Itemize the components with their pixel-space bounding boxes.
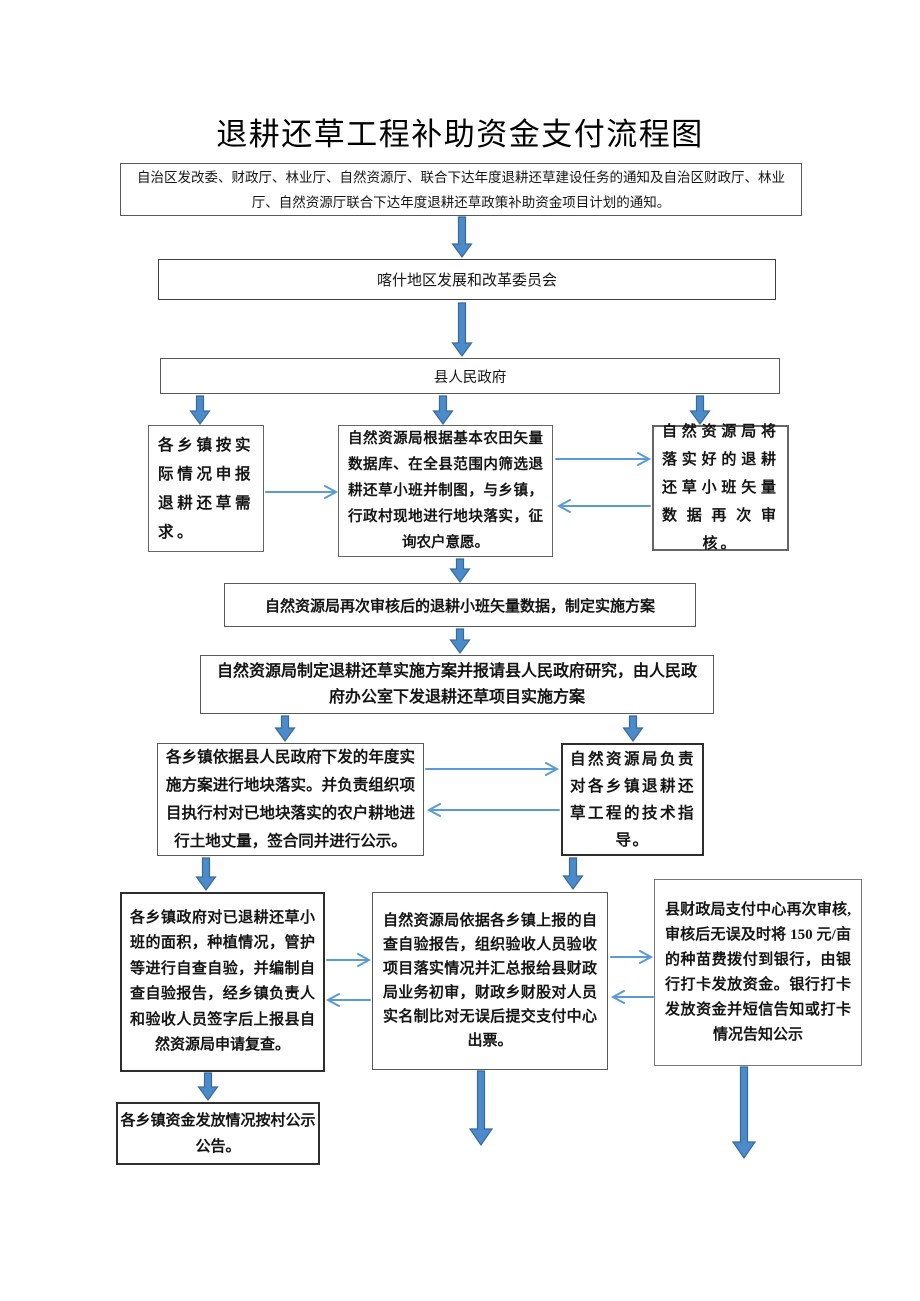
page-title: 退耕还草工程补助资金支付流程图: [216, 117, 704, 152]
flow-node-nrb-screening: 自然资源局根据基本农田矢量数据库、在全县范围内筛选退耕还草小班并制图，与乡镇，行…: [338, 425, 553, 557]
arrow-implement-to-selfcheck: [195, 857, 217, 892]
arrow-screening-to-recheck: [555, 452, 652, 466]
arrow-acceptance-to-payment: [610, 950, 654, 964]
flow-node-notice: 自治区发改委、财政厅、林业厅、自然资源厅、联合下达年度退耕还草建设任务的通知及自…: [120, 163, 802, 216]
flow-node-township-apply: 各乡镇按实际情况申报退耕还草需求。: [148, 425, 264, 552]
flow-node-nrb-guidance: 自然资源局负责对各乡镇退耕还草工程的技术指导。: [561, 743, 704, 856]
arrow-report-to-township-implement: [274, 715, 296, 743]
flow-node-township-implement: 各乡镇依据县人民政府下发的年度实施方案进行地块落实。并负责组织项目执行村对已地块…: [157, 743, 424, 856]
arrow-notice-to-drc: [451, 216, 473, 259]
arrow-selfcheck-to-announcement: [197, 1072, 219, 1102]
flow-node-nrb-recheck: 自然资源局将落实好的退耕还草小班矢量数据再次审核。: [652, 424, 789, 552]
arrow-recheck-to-screening: [556, 499, 651, 513]
arrow-county-to-nrb-screening: [432, 395, 454, 426]
flow-node-prefecture-drc: 喀什地区发展和改革委员会: [158, 259, 776, 300]
arrow-drc-to-county: [451, 302, 473, 358]
arrow-guidance-to-acceptance: [562, 857, 584, 891]
arrow-selfcheck-to-acceptance: [326, 953, 372, 967]
arrow-plan-to-report: [449, 628, 471, 655]
flow-node-finance-payment: 县财政局支付中心再次审核,审核后无误及时将 150 元/亩的种苗费拨付到银行，由…: [654, 879, 862, 1066]
arrow-acceptance-down: [468, 1070, 494, 1147]
flow-node-nrb-plan: 自然资源局再次审核后的退耕小班矢量数据，制定实施方案: [224, 583, 696, 627]
arrow-payment-down: [731, 1066, 757, 1160]
arrow-apply-to-screening: [265, 485, 339, 499]
flow-node-township-selfcheck: 各乡镇政府对已退耕还草小班的面积，种植情况，管护等进行自查自验，并编制自查自验报…: [120, 892, 325, 1072]
flow-node-county-government: 县人民政府: [160, 358, 780, 394]
arrow-county-to-township-apply: [189, 395, 211, 426]
arrow-report-to-nrb-guidance: [622, 715, 644, 743]
arrow-implement-to-guidance: [425, 762, 560, 776]
arrow-payment-to-acceptance: [610, 990, 654, 1004]
flow-node-nrb-acceptance: 自然资源局依据各乡镇上报的自查自验报告，组织验收人员验收项目落实情况并汇总报给县…: [372, 892, 608, 1070]
arrow-acceptance-to-selfcheck: [325, 993, 371, 1007]
flow-node-nrb-report-plan: 自然资源局制定退耕还草实施方案并报请县人民政府研究，由人民政府办公室下发退耕还草…: [200, 655, 714, 714]
flow-node-village-announcement: 各乡镇资金发放情况按村公示公告。: [116, 1102, 320, 1165]
arrow-screening-to-plan: [449, 558, 471, 584]
arrow-guidance-to-implement: [426, 803, 560, 817]
